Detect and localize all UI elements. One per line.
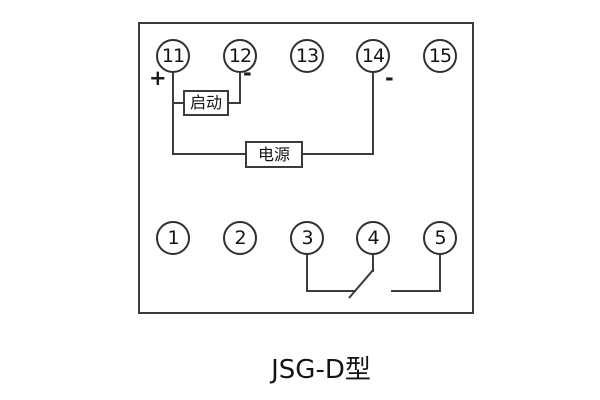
wire-terminal-4-down: [372, 255, 374, 272]
terminal-2: 2: [223, 221, 257, 255]
terminal-5-label: 5: [434, 226, 446, 249]
terminal-14-label: 14: [361, 44, 385, 67]
plus-sign-terminal-11: +: [149, 66, 167, 90]
terminal-15-label: 15: [428, 44, 452, 67]
wire-terminal-5-down: [439, 255, 441, 292]
terminal-3-label: 3: [301, 226, 313, 249]
terminal-12: 12: [223, 39, 257, 73]
minus-sign-terminal-14: -: [385, 66, 394, 90]
power-box-label: 电源: [257, 144, 290, 164]
terminal-11-label: 11: [161, 44, 185, 67]
wire-power-box-left: [172, 153, 245, 155]
wire-terminal-3-horizontal: [306, 290, 356, 292]
wire-power-box-right: [302, 153, 374, 155]
terminal-3: 3: [290, 221, 324, 255]
wire-terminal-3-down: [306, 255, 308, 292]
terminal-1: 1: [156, 221, 190, 255]
terminal-13: 13: [290, 39, 324, 73]
wire-start-box-right-stub: [228, 102, 241, 104]
terminal-5: 5: [423, 221, 457, 255]
start-box-label: 启动: [189, 93, 222, 112]
terminal-12-label: 12: [228, 44, 252, 67]
power-box: 电源: [245, 141, 303, 168]
terminal-2-label: 2: [234, 226, 246, 249]
terminal-4-label: 4: [367, 226, 379, 249]
terminal-13-label: 13: [295, 44, 319, 67]
minus-sign-terminal-12: -: [243, 61, 252, 85]
start-box: 启动: [183, 90, 229, 116]
diagram-caption: JSG-D型: [271, 355, 371, 385]
wire-terminal-11-down: [172, 73, 174, 155]
wire-terminal-14-down: [372, 73, 374, 155]
terminal-14: 14: [356, 39, 390, 73]
terminal-1-label: 1: [167, 226, 179, 249]
wire-terminal-12-down: [239, 73, 241, 104]
terminal-4: 4: [356, 221, 390, 255]
wire-start-box-left-stub: [172, 102, 184, 104]
terminal-15: 15: [423, 39, 457, 73]
terminal-11: 11: [156, 39, 190, 73]
wire-terminal-5-horizontal: [391, 290, 441, 292]
